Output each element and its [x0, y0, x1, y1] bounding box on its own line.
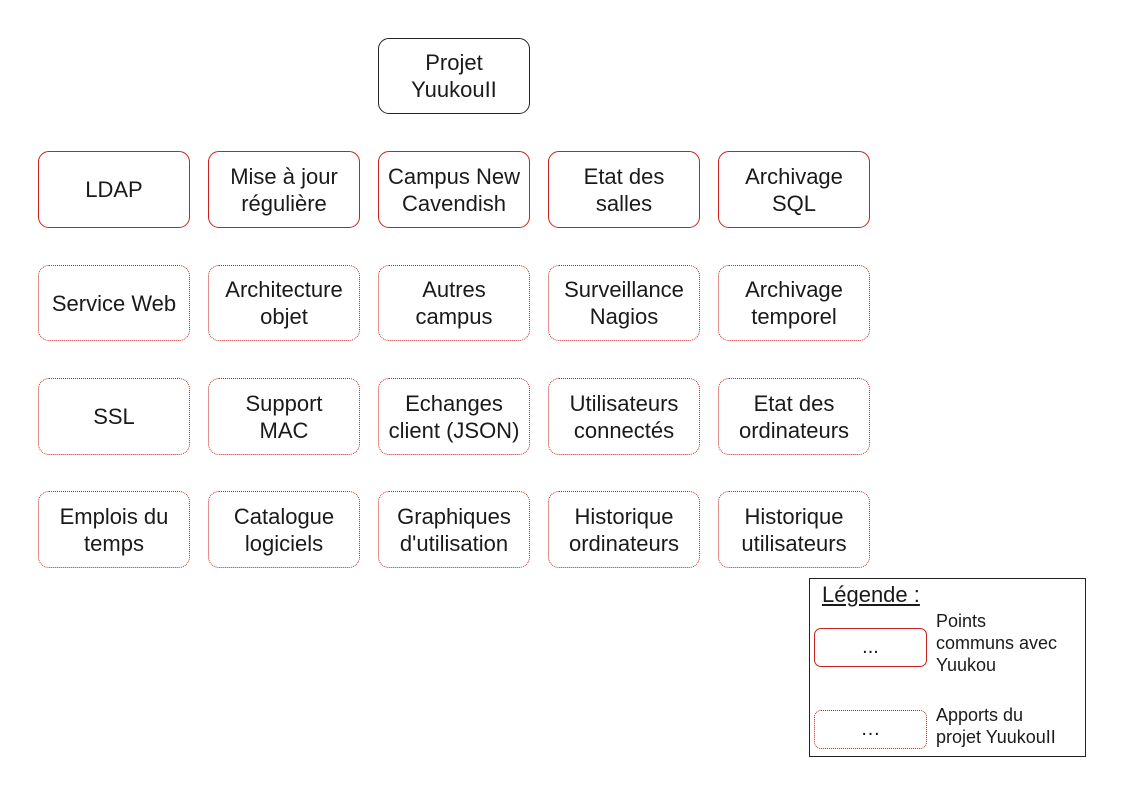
legend-label-common: Points communs avec Yuukou	[936, 611, 1058, 675]
contrib-node-historique-utilisateurs: Historique utilisateurs	[718, 491, 870, 568]
contrib-node-echanges-client-json: Echanges client (JSON)	[378, 378, 530, 455]
contrib-node-etat-des-ordinateurs: Etat des ordinateurs	[718, 378, 870, 455]
common-node-archivage-sql: Archivage SQL	[718, 151, 870, 228]
common-node-campus-new-cavendish: Campus New Cavendish	[378, 151, 530, 228]
legend-title: Légende :	[822, 582, 920, 607]
contrib-node-architecture-objet: Architecture objet	[208, 265, 360, 341]
contrib-node-historique-ordinateurs: Historique ordinateurs	[548, 491, 700, 568]
legend-swatch-contrib: …	[814, 710, 927, 749]
contrib-node-utilisateurs-connectes: Utilisateurs connectés	[548, 378, 700, 455]
contrib-node-support-mac: Support MAC	[208, 378, 360, 455]
contrib-node-emplois-du-temps: Emplois du temps	[38, 491, 190, 568]
legend-label-contrib: Apports du projet YuukouII	[936, 705, 1056, 747]
contrib-node-ssl: SSL	[38, 378, 190, 455]
contrib-node-autres-campus: Autres campus	[378, 265, 530, 341]
common-node-etat-des-salles: Etat des salles	[548, 151, 700, 228]
contrib-node-archivage-temporel: Archivage temporel	[718, 265, 870, 341]
common-node-mise-a-jour: Mise à jour régulière	[208, 151, 360, 228]
legend-swatch-common: ...	[814, 628, 927, 667]
contrib-node-surveillance-nagios: Surveillance Nagios	[548, 265, 700, 341]
contrib-node-service-web: Service Web	[38, 265, 190, 341]
common-node-ldap: LDAP	[38, 151, 190, 228]
contrib-node-catalogue-logiciels: Catalogue logiciels	[208, 491, 360, 568]
legend: Légende : ... Points communs avec Yuukou…	[809, 578, 1086, 757]
contrib-node-graphiques-utilisation: Graphiques d'utilisation	[378, 491, 530, 568]
root-node-projet-yuukouii: Projet YuukouII	[378, 38, 530, 114]
